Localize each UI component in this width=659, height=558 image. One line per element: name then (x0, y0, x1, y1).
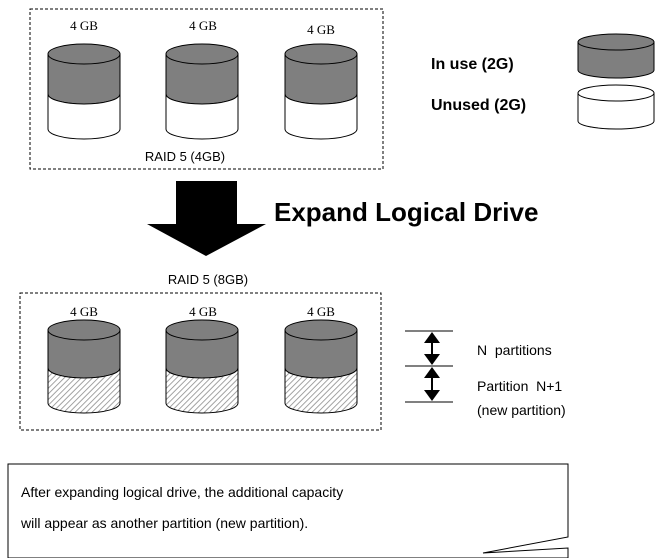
note-callout (7, 463, 569, 558)
top-array-frame (29, 8, 384, 170)
bottom-array-frame (19, 292, 382, 431)
cylinder-disk-icon (284, 43, 358, 140)
top-disk-1-capacity: 4 GB (70, 18, 98, 33)
partition-markers (405, 330, 453, 403)
top-disk-1: 4 GB (47, 18, 121, 140)
cylinder-disk-icon (165, 319, 239, 414)
bottom-disk-2-capacity: 4 GB (189, 304, 217, 319)
top-disk-3: 4 GB (284, 22, 358, 140)
cylinder-disk-icon (47, 319, 121, 414)
n-partitions-label: N partitions (477, 342, 552, 358)
cylinder-disk-icon (165, 43, 239, 140)
top-array-caption: RAID 5 (4GB) (145, 149, 225, 164)
legend-unused-cylinder-icon (577, 84, 655, 130)
expand-logical-drive-label: Expand Logical Drive (274, 197, 538, 227)
partition-n-plus-1-label: Partition N+1 (477, 378, 562, 394)
bottom-disk-3: 4 GB (284, 304, 358, 414)
legend-in-use-cylinder-icon (577, 33, 655, 79)
bottom-array-caption: RAID 5 (8GB) (168, 272, 248, 287)
bottom-disk-2: 4 GB (165, 304, 239, 414)
note-line-2: will appear as another partition (new pa… (20, 515, 308, 531)
new-partition-label: (new partition) (477, 402, 566, 418)
bottom-disk-1-capacity: 4 GB (70, 304, 98, 319)
top-disk-2-capacity: 4 GB (189, 18, 217, 33)
bottom-disk-1: 4 GB (47, 304, 121, 414)
top-disk-2: 4 GB (165, 18, 239, 140)
top-disk-3-capacity: 4 GB (307, 22, 335, 37)
note-line-1: After expanding logical drive, the addit… (21, 484, 343, 500)
down-arrow-icon (147, 181, 266, 256)
bottom-disk-3-capacity: 4 GB (307, 304, 335, 319)
double-headed-arrow-icon (424, 332, 440, 365)
double-headed-arrow-icon (424, 367, 440, 401)
cylinder-disk-icon (47, 43, 121, 140)
legend-unused-label: Unused (2G) (431, 97, 526, 114)
legend-in-use-label: In use (2G) (431, 56, 514, 73)
cylinder-disk-icon (284, 319, 358, 414)
